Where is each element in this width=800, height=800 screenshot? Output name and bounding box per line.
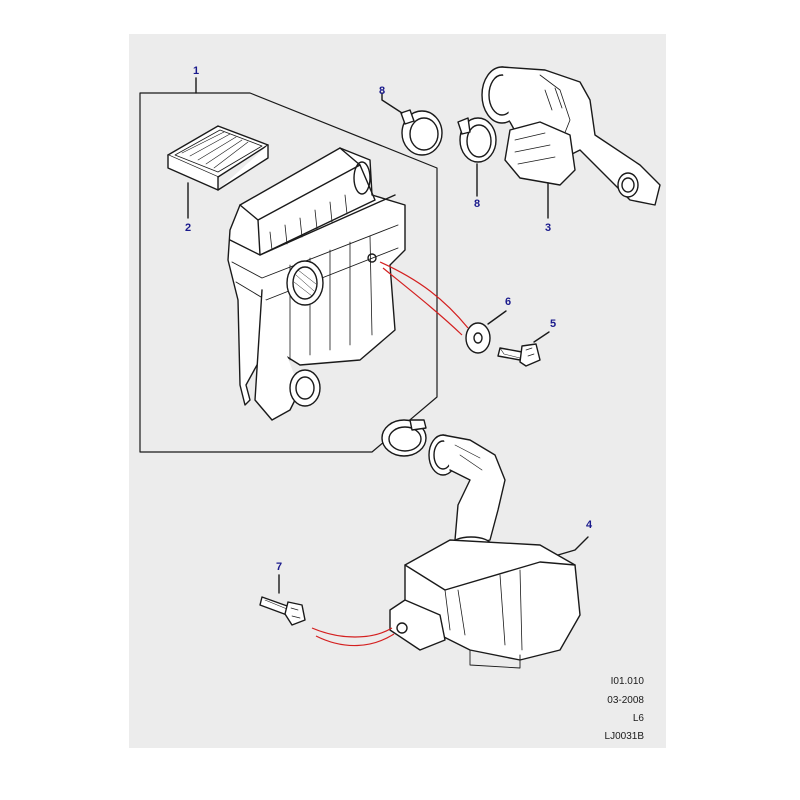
callout-8-upper: 8 bbox=[379, 85, 386, 97]
leader-4 bbox=[557, 536, 589, 556]
callout-4: 4 bbox=[586, 519, 593, 531]
callout-2: 2 bbox=[185, 222, 192, 234]
leader-5 bbox=[533, 331, 550, 343]
callout-7: 7 bbox=[276, 561, 283, 573]
callout-6: 6 bbox=[505, 296, 512, 308]
callout-8-lower: 8 bbox=[474, 198, 481, 210]
reference-code: I01.010 bbox=[610, 676, 644, 687]
leader-6 bbox=[487, 310, 507, 325]
bolt-lower bbox=[259, 596, 306, 626]
hose-clamp-upper-right bbox=[457, 117, 497, 163]
reference-model: L6 bbox=[632, 713, 644, 724]
filter-element bbox=[167, 125, 269, 191]
hose-clamp-upper-left bbox=[400, 109, 443, 156]
callout-5: 5 bbox=[550, 318, 557, 330]
intake-hose bbox=[481, 66, 661, 206]
assembly-outline bbox=[139, 92, 438, 453]
air-cleaner-housing bbox=[227, 147, 406, 421]
washer bbox=[465, 322, 491, 354]
reference-date: 03-2008 bbox=[607, 695, 644, 706]
fastening-leaders bbox=[311, 261, 469, 647]
callout-3: 3 bbox=[545, 222, 552, 234]
hose-clamp-lower bbox=[381, 419, 427, 457]
callout-1: 1 bbox=[193, 65, 200, 77]
reference-drawing-number: LJ0031B bbox=[604, 731, 644, 742]
resonator bbox=[389, 434, 581, 669]
bolt-upper bbox=[497, 343, 541, 367]
leader-8a bbox=[381, 92, 403, 114]
